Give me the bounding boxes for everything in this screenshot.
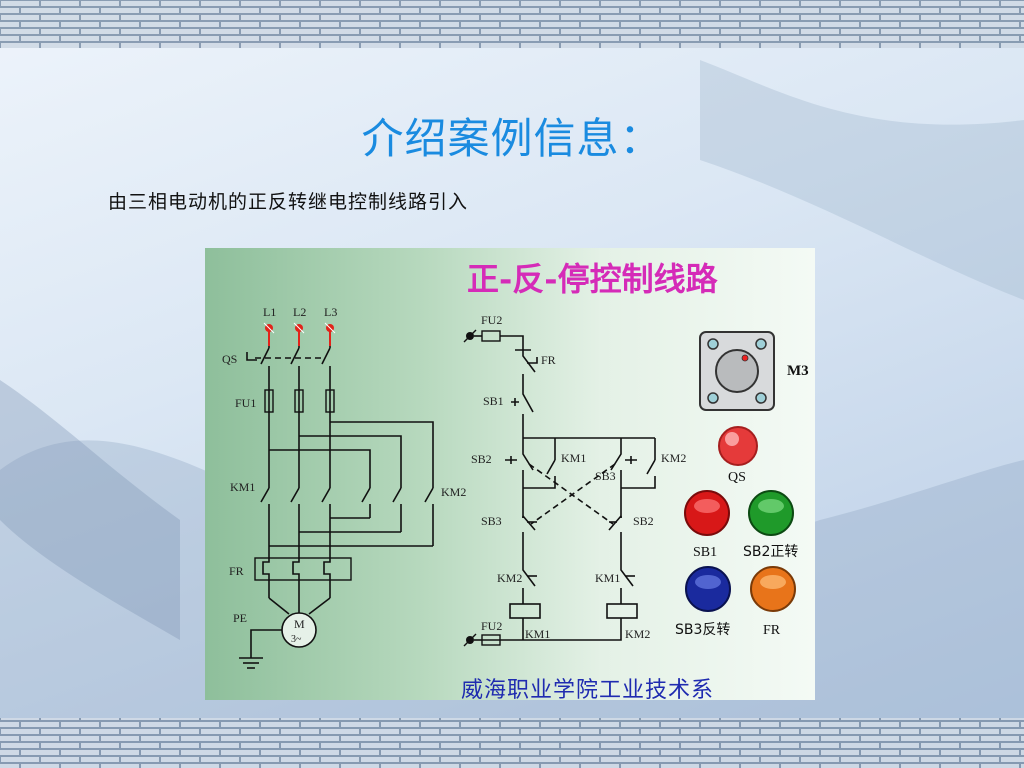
diagram-title: 正-反-停控制线路 bbox=[467, 260, 718, 298]
slide-title: 介绍案例信息： bbox=[361, 114, 663, 163]
terminal-l2-icon bbox=[293, 322, 305, 346]
fu1-label: FU1 bbox=[235, 396, 256, 410]
sb3-reverse-label: SB3反转 bbox=[675, 622, 730, 638]
sb1-stop-label: SB1 bbox=[483, 394, 504, 408]
coil-km2-icon bbox=[606, 603, 638, 619]
phase-label-l2: L2 bbox=[293, 305, 306, 319]
m3-rotary-switch-icon[interactable] bbox=[699, 331, 775, 411]
control-terminal-bottom-icon bbox=[463, 633, 477, 647]
sb2-nc-label: SB2 bbox=[633, 514, 654, 528]
circuit-diagram: L1 L2 L3 QS FU1 KM1 bbox=[222, 305, 809, 669]
fr-button-label: FR bbox=[763, 623, 781, 638]
qs-label: QS bbox=[222, 352, 237, 366]
phase-label-l3: L3 bbox=[324, 305, 337, 319]
control-panel: M3 QS SB1 SB2正转 bbox=[675, 331, 809, 638]
pe-label: PE bbox=[233, 611, 247, 625]
km2-hold-label: KM2 bbox=[661, 451, 686, 465]
terminal-l1-icon bbox=[263, 322, 275, 346]
km1-interlock-label: KM1 bbox=[595, 571, 620, 585]
m3-label: M3 bbox=[787, 363, 809, 379]
km1-hold-label: KM1 bbox=[561, 451, 586, 465]
motor-m-label: M bbox=[294, 617, 305, 631]
fr-reset-button[interactable] bbox=[750, 566, 796, 612]
sb2-forward-label: SB2正转 bbox=[743, 544, 798, 560]
sb3-top-label: SB3 bbox=[595, 469, 616, 483]
coil-km2-label: KM2 bbox=[625, 627, 650, 641]
km2-main-label: KM2 bbox=[441, 485, 466, 499]
km1-main-label: KM1 bbox=[230, 480, 255, 494]
sb1-button-label: SB1 bbox=[693, 545, 717, 560]
qs-lamp-icon bbox=[718, 426, 758, 466]
qs-lamp-label: QS bbox=[728, 470, 746, 485]
main-circuit: L1 L2 L3 QS FU1 KM1 bbox=[222, 305, 466, 669]
fr-nc-label: FR bbox=[541, 353, 556, 367]
circuit-diagram-panel: L1 L2 L3 QS FU1 KM1 bbox=[205, 248, 815, 700]
sb2-forward-button[interactable] bbox=[748, 490, 794, 536]
ground-icon bbox=[239, 657, 263, 669]
fr-main-label: FR bbox=[229, 564, 244, 578]
fu2-bottom-label: FU2 bbox=[481, 619, 502, 633]
motor-type-label: 3~ bbox=[291, 634, 302, 645]
slide-subtitle: 由三相电动机的正反转继电控制线路引入 bbox=[108, 191, 469, 213]
sb3-nc-label: SB3 bbox=[481, 514, 502, 528]
sb3-reverse-button[interactable] bbox=[685, 566, 731, 612]
department-label: 威海职业学院工业技术系 bbox=[461, 678, 715, 700]
terminal-l3-icon bbox=[324, 322, 336, 346]
sb1-button[interactable] bbox=[684, 490, 730, 536]
coil-km1-icon bbox=[509, 603, 541, 619]
coil-km1-label: KM1 bbox=[525, 627, 550, 641]
km2-interlock-label: KM2 bbox=[497, 571, 522, 585]
phase-label-l1: L1 bbox=[263, 305, 276, 319]
fu2-top-label: FU2 bbox=[481, 313, 502, 327]
control-terminal-top-icon bbox=[463, 329, 477, 343]
control-circuit: FU2 FR SB1 SB2 KM1 SB3 bbox=[463, 313, 686, 647]
sb2-start-label: SB2 bbox=[471, 452, 492, 466]
